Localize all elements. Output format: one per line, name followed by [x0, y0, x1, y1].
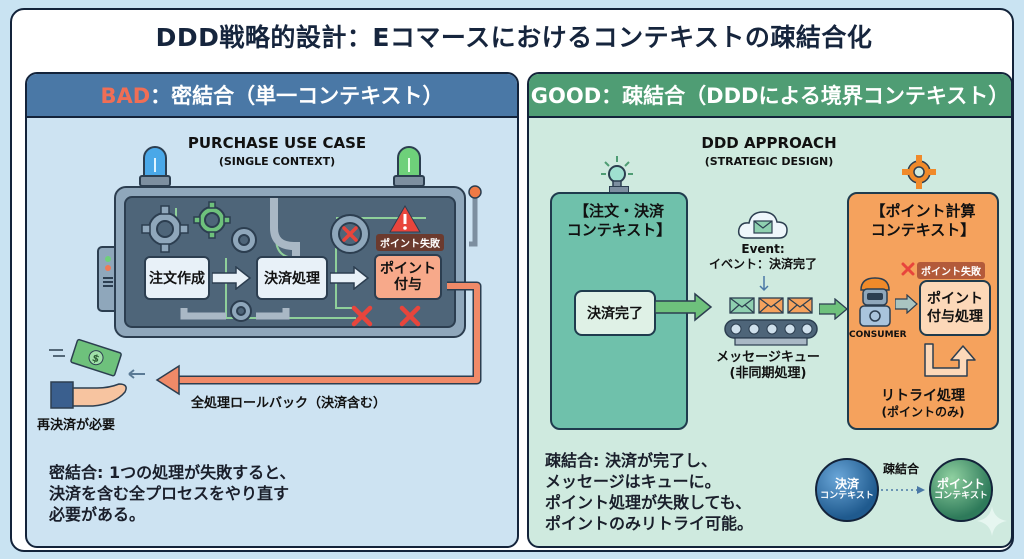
sphere-left-sub: コンテキスト: [820, 490, 874, 501]
point-process-line2: 付与処理: [927, 309, 983, 325]
arrow-right-icon: [895, 294, 918, 314]
good-subtitle-main: DDD APPROACH: [701, 134, 837, 152]
order-context-line1: 【注文・決済: [573, 202, 664, 220]
payment-complete-box: 決済完了: [574, 290, 656, 336]
lightbulb-icon: [601, 156, 633, 190]
point-context-line1: 【ポイント計算: [870, 202, 976, 220]
bad-subtitle: PURCHASE USE CASE (SINGLE CONTEXT): [157, 134, 397, 168]
gear-icon: [902, 155, 936, 189]
error-x-icon: [399, 305, 421, 327]
point-process-box: ポイント 付与処理: [919, 280, 991, 336]
siren-green-icon: [393, 146, 425, 187]
bad-desc-line: 密結合: 1つの処理が失敗すると、: [49, 463, 296, 482]
repay-label: 再決済が必要: [37, 418, 116, 433]
bad-desc-line: 必要がある。: [49, 505, 146, 524]
bad-header-text: ：密結合（単一コンテキスト）: [150, 84, 444, 108]
robot-consumer-icon: [859, 277, 891, 327]
event-label-ja: イベント：決済完了: [708, 257, 817, 271]
retry-label-main: リトライ処理: [881, 388, 965, 404]
siren-blue-icon: [139, 146, 171, 187]
bad-desc-line: 決済を含む全プロセスをやり直す: [49, 484, 290, 503]
point-context-sphere: ポイント コンテキスト: [929, 458, 993, 522]
step-point-line2: 付与: [394, 277, 422, 293]
arrow-down-icon: [759, 276, 769, 292]
svg-text:$: $: [91, 353, 101, 366]
retry-label: リトライ処理 (ポイントのみ): [849, 388, 997, 420]
retry-label-sub: (ポイントのみ): [881, 405, 965, 419]
loose-coupling-label: 疎結合: [883, 462, 920, 476]
good-subtitle: DDD APPROACH (STRATEGIC DESIGN): [659, 134, 879, 168]
good-desc-line: ポイント処理が失敗しても、: [545, 493, 752, 512]
infographic-frame: DDD戦略的設計：Eコマースにおけるコンテキストの疎結合化 BAD：密結合（単一…: [10, 8, 1014, 552]
step-point-grant: ポイント 付与: [374, 254, 442, 300]
rollback-arrow: [155, 281, 482, 396]
good-desc-line: ポイントのみリトライ可能。: [545, 514, 754, 533]
queue-label-sub: (非同期処理): [729, 366, 807, 381]
bad-panel-header: BAD：密結合（単一コンテキスト）: [27, 74, 517, 118]
bad-subtitle-main: PURCHASE USE CASE: [187, 134, 367, 152]
point-process-line1: ポイント: [927, 291, 983, 307]
step-order-create: 注文作成: [144, 256, 210, 300]
error-x-icon: [901, 262, 915, 276]
warning-icon: [389, 204, 421, 233]
gear-icon: [141, 205, 189, 253]
arrow-right-icon: [330, 266, 370, 290]
envelope-icon: [787, 297, 813, 314]
gear-broken-icon: [330, 214, 370, 254]
arrow-right-icon: [655, 292, 713, 322]
step-point-line1: ポイント: [380, 260, 436, 277]
envelope-icon: [729, 297, 755, 314]
bad-description: 密結合: 1つの処理が失敗すると、 決済を含む全プロセスをやり直す 必要がある。: [49, 462, 295, 525]
gear-small-icon: [231, 227, 257, 253]
good-desc-line: 疎結合: 決済が完了し、: [545, 451, 717, 470]
queue-label-main: メッセージキュー: [716, 350, 820, 365]
step-payment: 決済処理: [256, 256, 328, 300]
order-context-line2: コンテキスト】: [566, 221, 672, 239]
arrow-right-icon: [212, 266, 252, 290]
rollback-label: 全処理ロールバック（決済含む）: [191, 396, 387, 411]
pipes-and-gears: [175, 198, 426, 320]
good-panel-header: GOOD：疎結合（DDDによる境界コンテキスト）: [529, 74, 1011, 118]
good-fail-tag: ポイント失敗: [917, 262, 985, 279]
envelope-icon: [758, 297, 784, 314]
bad-subtitle-sub: (SINGLE CONTEXT): [218, 155, 336, 168]
good-subtitle-sub: (STRATEGIC DESIGN): [704, 155, 834, 168]
event-label-en: Event:: [741, 242, 785, 256]
hand-icon: [50, 381, 127, 409]
point-calc-context: 【ポイント計算 コンテキスト】 ポイント失敗 CONSUMER ポイント 付与処…: [847, 192, 999, 430]
gear-small-icon: [230, 300, 252, 322]
order-context-title: 【注文・決済 コンテキスト】: [552, 202, 686, 240]
lever-icon[interactable]: [457, 182, 487, 252]
machine-panel: ポイント失敗 注文作成 決済処理 ポイント 付与: [124, 196, 456, 328]
consumer-label: CONSUMER: [849, 330, 907, 340]
money-icon: $: [49, 338, 122, 377]
event-label: Event: イベント：決済完了: [703, 242, 823, 272]
good-panel: GOOD：疎結合（DDDによる境界コンテキスト） DDD APPROACH (S…: [527, 72, 1013, 548]
payment-context-sphere: 決済 コンテキスト: [815, 458, 879, 522]
message-envelopes: [729, 297, 813, 314]
small-arrow-left-icon: [128, 369, 145, 379]
good-desc-line: メッセージはキューに。: [545, 472, 721, 491]
gear-green-icon: [193, 201, 231, 239]
error-x-icon: [351, 305, 373, 327]
sphere-right-sub: コンテキスト: [934, 490, 988, 501]
cloud-mail-icon: [737, 211, 788, 239]
sphere-right-title: ポイント: [936, 477, 985, 492]
good-description: 疎結合: 決済が完了し、 メッセージはキューに。 ポイント処理が失敗しても、 ポ…: [545, 450, 753, 534]
sparkle-icon: [977, 506, 1007, 536]
page-title: DDD戦略的設計：Eコマースにおけるコンテキストの疎結合化: [155, 23, 873, 52]
monolith-machine: ポイント失敗 注文作成 決済処理 ポイント 付与: [114, 186, 466, 338]
arrow-right-icon: [819, 298, 849, 320]
sphere-left-title: 決済: [834, 477, 859, 492]
retry-arrow-icon: [924, 343, 976, 377]
dotted-arrow-icon: [881, 486, 925, 494]
bad-label: BAD: [100, 84, 151, 108]
bad-panel: BAD：密結合（単一コンテキスト） PURCHASE USE CASE (SIN…: [25, 72, 519, 548]
point-context-line2: コンテキスト】: [870, 221, 976, 239]
point-context-title: 【ポイント計算 コンテキスト】: [849, 202, 997, 240]
bad-fail-tag: ポイント失敗: [376, 234, 444, 251]
queue-label: メッセージキュー (非同期処理): [705, 350, 831, 382]
conveyor-icon: [724, 319, 818, 346]
